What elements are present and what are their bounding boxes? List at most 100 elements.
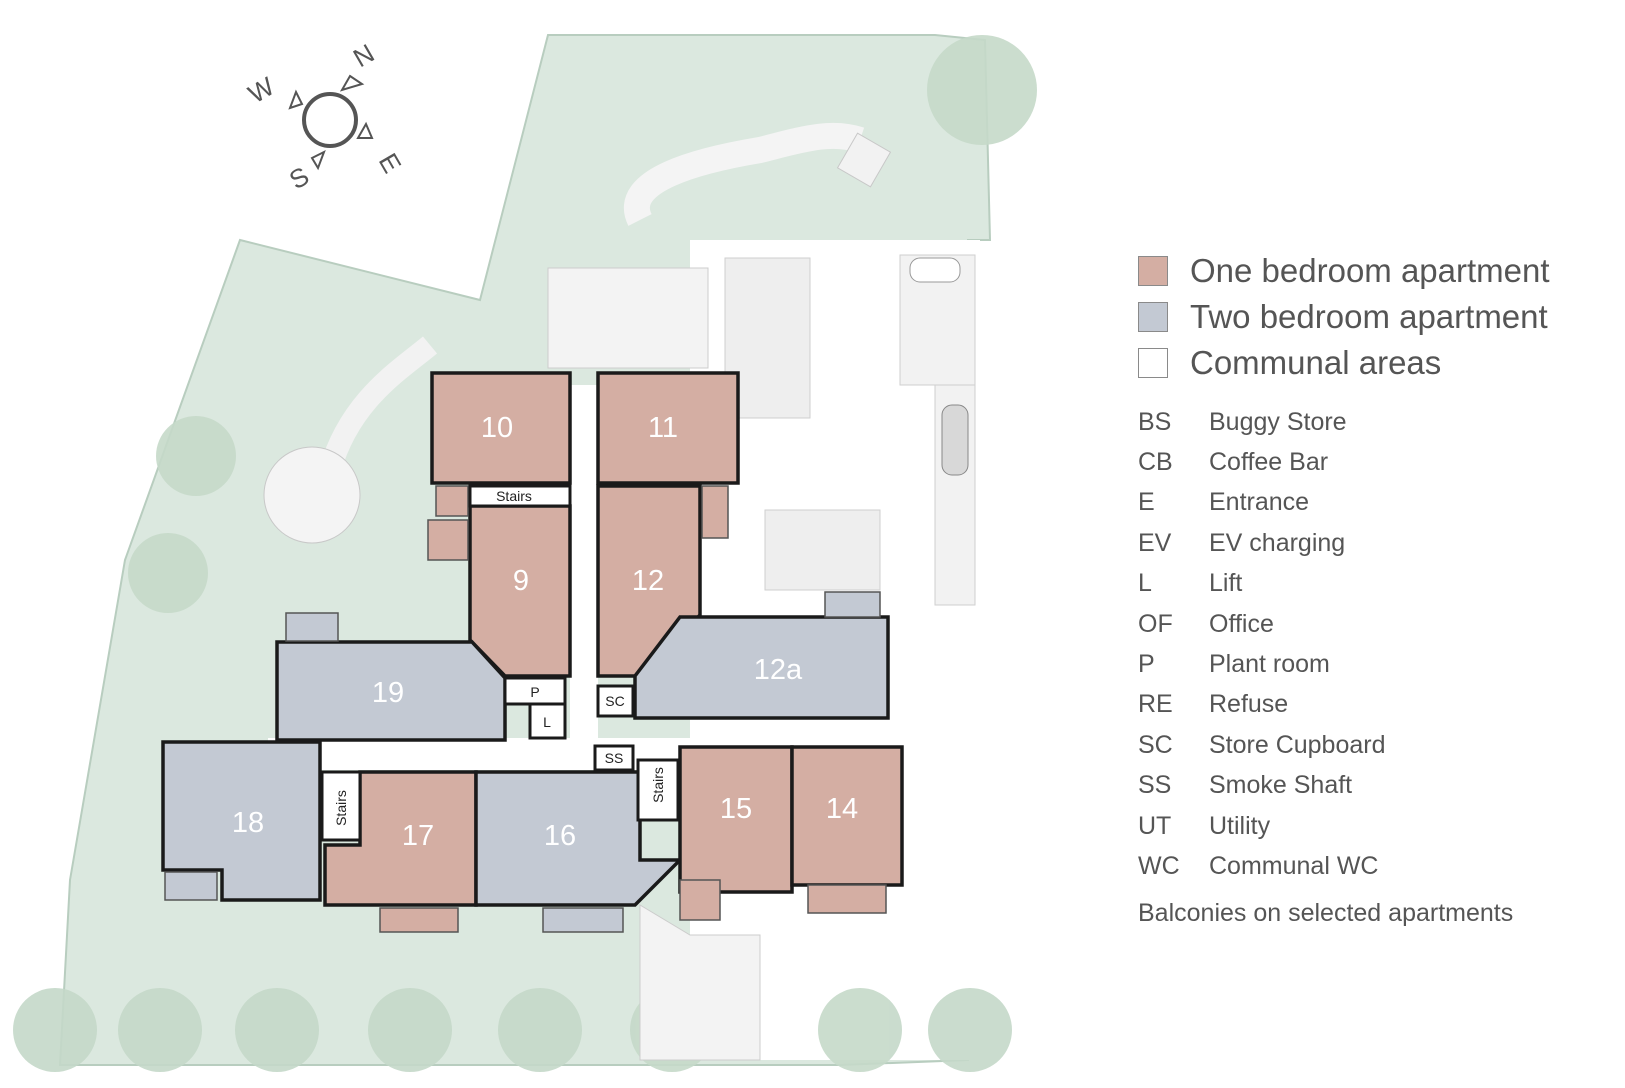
abbreviation-text: Communal WC: [1209, 851, 1379, 880]
balcony: [824, 591, 881, 618]
tree: [13, 988, 97, 1072]
abbreviation-code: SS: [1138, 771, 1172, 800]
abbreviation-row: SS Smoke Shaft: [1138, 766, 1618, 806]
compass-arrow-west-icon: [288, 89, 304, 110]
tree: [368, 988, 452, 1072]
abbreviation-text: Buggy Store: [1209, 407, 1347, 436]
legend-key-label: Communal areas: [1190, 344, 1442, 381]
unit-15-label: 15: [720, 793, 752, 825]
lift-label: L: [543, 714, 551, 730]
unit-12a-label: 12a: [754, 654, 803, 686]
tree: [818, 988, 902, 1072]
unit-17-label: 17: [402, 820, 434, 852]
abbreviation-row: RE Refuse: [1138, 685, 1618, 725]
stairs-top: [468, 484, 572, 508]
garden-path: [624, 122, 865, 226]
balcony: [679, 879, 721, 921]
unit-19[interactable]: [275, 640, 507, 742]
tree: [928, 988, 1012, 1072]
balcony: [379, 907, 459, 933]
abbreviation-code: UT: [1138, 811, 1172, 840]
abbreviation-code: L: [1138, 569, 1152, 598]
garden-path: [319, 336, 438, 474]
abbreviation-row: UT Utility: [1138, 806, 1618, 846]
abbreviation-code: CB: [1138, 448, 1173, 477]
garden-path: [836, 132, 892, 188]
abbreviation-code: SC: [1138, 730, 1173, 759]
abbreviation-text: Utility: [1209, 811, 1271, 840]
unit-14[interactable]: [790, 745, 904, 887]
garden-patio: [263, 446, 361, 544]
stairs-right: [636, 758, 680, 822]
compass-arrow-east-icon: [356, 121, 374, 139]
unit-12-label: 12: [632, 565, 664, 597]
abbreviation-text: Lift: [1209, 569, 1243, 598]
abbreviation-row: BS Buggy Store: [1138, 402, 1618, 442]
legend-key-label: Two bedroom apartment: [1190, 298, 1548, 335]
compass-n: N: [348, 38, 379, 73]
abbreviation-row: WC Communal WC: [1138, 846, 1618, 886]
smoke-shaft-label: SS: [605, 750, 624, 766]
car: [909, 257, 961, 283]
tree: [927, 35, 1037, 145]
abbreviation-code: EV: [1138, 528, 1172, 557]
car: [941, 404, 969, 476]
abbreviation-row: CB Coffee Bar: [1138, 442, 1618, 482]
compass: N E S W: [243, 38, 407, 195]
unit-15[interactable]: [678, 745, 794, 894]
unit-10[interactable]: [430, 371, 572, 485]
legend-key-one-bedroom: One bedroom apartment: [1138, 248, 1618, 294]
legend-key-label: One bedroom apartment: [1190, 252, 1550, 289]
swatch-two-bedroom: [1138, 302, 1168, 332]
unit-11[interactable]: [596, 371, 740, 485]
entrance-path: [639, 904, 761, 1061]
balcony: [285, 612, 339, 642]
unit-18-label: 18: [232, 807, 264, 839]
abbreviation-row: SC Store Cupboard: [1138, 725, 1618, 765]
balcony: [435, 485, 469, 517]
balcony: [542, 907, 624, 933]
plant-room-label: P: [530, 684, 539, 700]
tree: [128, 533, 208, 613]
stairs-right-label: Stairs: [650, 767, 666, 803]
unit-11-label: 11: [648, 412, 678, 444]
paved-area: [547, 267, 709, 369]
abbreviation-text: Refuse: [1209, 690, 1289, 719]
stairs-left-label: Stairs: [333, 790, 349, 826]
balcony: [164, 871, 218, 901]
tree: [156, 416, 236, 496]
swatch-communal: [1138, 348, 1168, 378]
tree: [235, 988, 319, 1072]
store-cupboard-label: SC: [605, 693, 624, 709]
parking-area: [764, 509, 881, 591]
legend-key-communal: Communal areas: [1138, 340, 1618, 386]
smoke-shaft: [593, 744, 635, 772]
legend: One bedroom apartment Two bedroom apartm…: [1138, 248, 1618, 928]
abbreviation-code: E: [1138, 488, 1155, 517]
balcony: [701, 485, 729, 539]
unit-18[interactable]: [161, 740, 322, 902]
compass-s: S: [284, 161, 314, 196]
abbreviation-text: Coffee Bar: [1209, 448, 1329, 477]
tree: [498, 988, 582, 1072]
abbreviation-code: BS: [1138, 407, 1172, 436]
unit-19-label: 19: [372, 677, 404, 709]
compass-arrow-south-icon: [310, 149, 326, 171]
abbreviation-text: Store Cupboard: [1209, 730, 1386, 759]
stairs-left: [320, 770, 362, 842]
abbreviation-row: L Lift: [1138, 564, 1618, 604]
unit-16-label: 16: [544, 820, 576, 852]
abbreviation-code: RE: [1138, 690, 1173, 719]
balcony: [427, 519, 469, 561]
legend-key-two-bedroom: Two bedroom apartment: [1138, 294, 1618, 340]
abbreviation-code: WC: [1138, 851, 1180, 880]
swatch-one-bedroom: [1138, 256, 1168, 286]
abbreviation-text: Smoke Shaft: [1209, 771, 1353, 800]
tree: [118, 988, 202, 1072]
abbreviation-code: P: [1138, 650, 1155, 679]
